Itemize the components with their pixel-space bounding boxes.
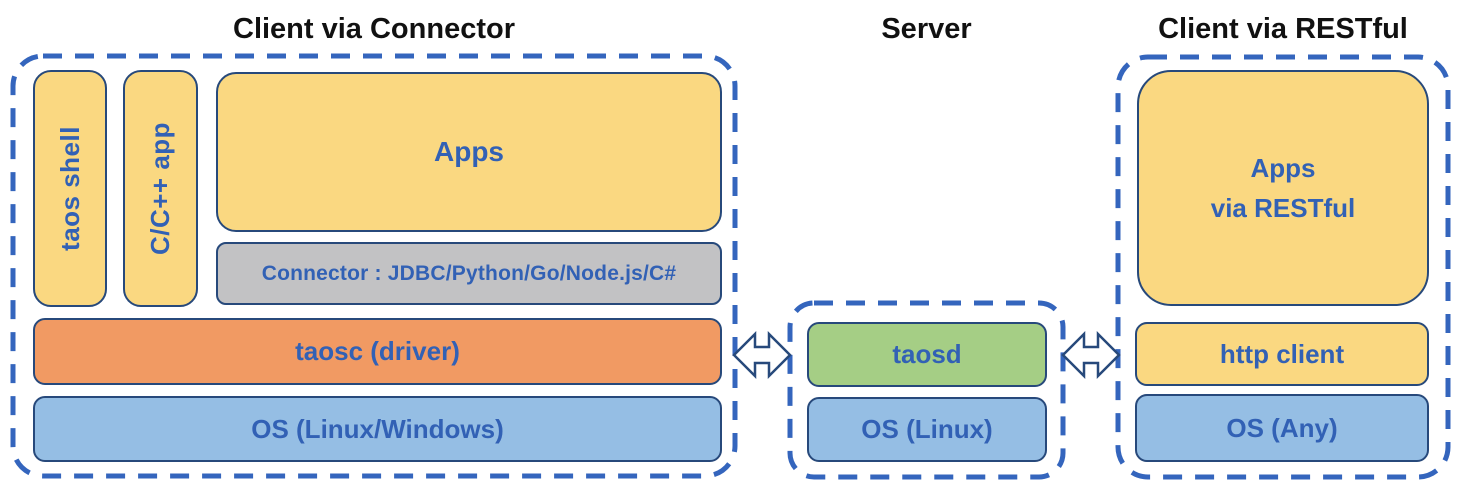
box-apps-via-restful-label-line1: Apps — [1250, 153, 1316, 183]
server-dashed-border — [787, 300, 1066, 480]
title-server: Server — [881, 13, 972, 45]
box-http-client-label: http client — [1219, 338, 1345, 369]
box-os-any-label: OS (Any) — [1226, 412, 1338, 443]
box-connector-label: Connector : JDBC/Python/Go/Node.js/C# — [261, 261, 677, 285]
box-taosd-label: taosd — [892, 339, 962, 369]
box-taosc-driver-label: taosc (driver) — [295, 336, 460, 366]
box-apps-via-restful-label: Apps via RESTful — [1211, 148, 1355, 228]
box-os-any: OS (Any) — [1135, 394, 1429, 462]
client-connector-dashed-border — [10, 53, 738, 479]
client-restful-dashed-border — [1115, 54, 1451, 480]
title-client-via-restful: Client via RESTful — [1158, 13, 1408, 45]
box-apps-label: Apps — [434, 136, 504, 167]
box-http-client: http client — [1135, 322, 1429, 386]
bidirectional-arrow-icon-right — [1061, 330, 1121, 380]
box-cpp-app-label: C/C++ app — [145, 121, 175, 256]
box-taos-shell: taos shell — [33, 70, 107, 307]
box-apps-via-restful: Apps via RESTful — [1137, 70, 1429, 306]
box-taos-shell-label: taos shell — [54, 126, 85, 251]
bidirectional-arrow-icon-left — [732, 330, 792, 380]
box-apps-via-restful-label-line2: via RESTful — [1210, 193, 1356, 223]
box-connector: Connector : JDBC/Python/Go/Node.js/C# — [216, 242, 722, 305]
box-os-linux-windows: OS (Linux/Windows) — [33, 396, 722, 462]
box-os-linux: OS (Linux) — [807, 397, 1047, 462]
box-taosd: taosd — [807, 322, 1047, 387]
box-taosc-driver: taosc (driver) — [33, 318, 722, 385]
box-os-linux-windows-label: OS (Linux/Windows) — [251, 413, 504, 444]
box-os-linux-label: OS (Linux) — [861, 414, 993, 444]
title-client-via-connector: Client via Connector — [233, 13, 515, 45]
box-cpp-app: C/C++ app — [123, 70, 198, 307]
box-apps: Apps — [216, 72, 722, 232]
